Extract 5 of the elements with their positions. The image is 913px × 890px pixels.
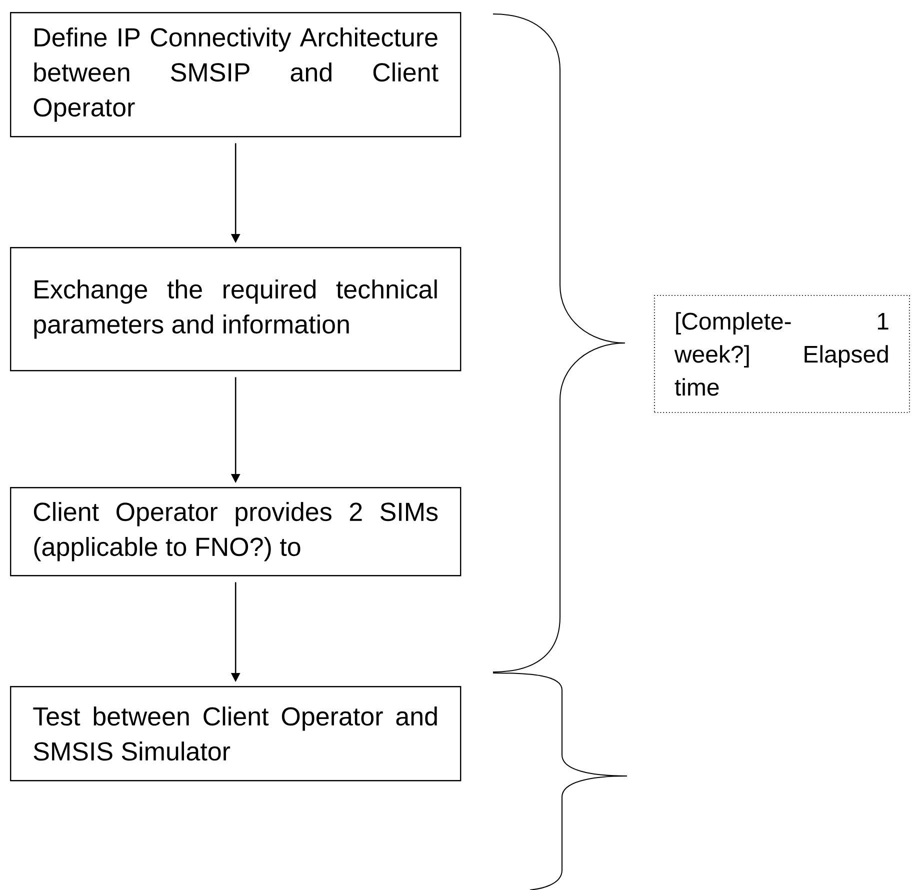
process-box: Exchange the required technical parameters and information <box>10 247 462 372</box>
process-box: Client Operator provides 2 SIMs (applicable to FNO?) to <box>10 487 462 576</box>
process-box: Define IP Connectivity Architecture between SMSIP and Client Operator <box>10 12 462 138</box>
note-box: [Complete- 1 week?] Elapsed time <box>654 295 910 413</box>
process-box: Test between Client Operator and SMSIS Simulator <box>10 686 462 782</box>
